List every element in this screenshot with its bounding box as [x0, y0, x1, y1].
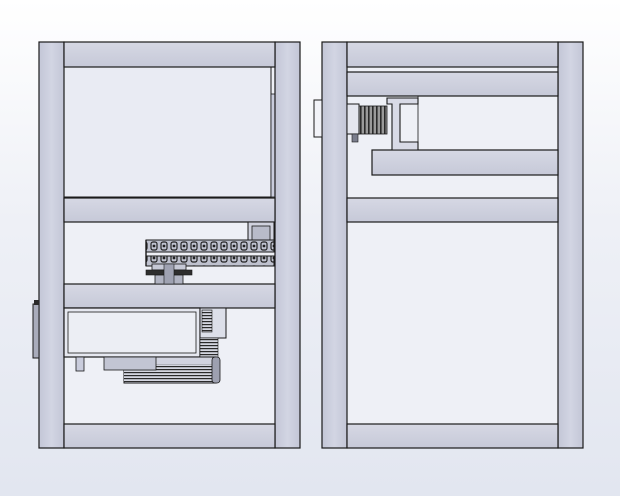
right-mid-rail	[346, 197, 559, 223]
tensioner-end-plate	[313, 99, 323, 138]
tensioner-assembly	[313, 95, 559, 151]
motor-junction-box	[103, 356, 157, 371]
right-post-right	[557, 41, 584, 449]
left-bottom-rail	[63, 423, 276, 449]
right-shelf-bar	[371, 149, 559, 176]
left-motor-rail	[63, 283, 276, 309]
chain-upper-run	[145, 239, 275, 253]
chain-drive	[145, 239, 275, 267]
left-back-plate	[63, 66, 272, 198]
right-bottom-rail	[346, 423, 559, 449]
motor-end-cap	[211, 356, 221, 384]
right-post-left	[321, 41, 348, 449]
left-back-plate-edge	[270, 93, 276, 198]
left-mid-rail	[63, 197, 276, 223]
left-post-rear	[274, 41, 301, 449]
left-post-front	[38, 41, 65, 449]
gearbox-cover	[67, 311, 197, 354]
left-view	[32, 41, 301, 449]
tensioner-washer	[351, 133, 359, 143]
tensioner-nut	[346, 103, 360, 135]
left-top-rail	[63, 41, 276, 68]
tensioner-rod	[417, 95, 559, 151]
motor-fins-upper	[201, 309, 213, 333]
motor-foot	[75, 356, 85, 372]
drive-sprocket	[145, 263, 193, 285]
tensioner-spring	[358, 105, 388, 135]
right-view	[313, 41, 584, 449]
right-top-rail	[346, 41, 559, 68]
side-mount-bracket	[32, 300, 40, 359]
upper-sprocket	[247, 221, 275, 243]
motor-gearbox	[63, 307, 227, 384]
right-top-rail-lower	[346, 71, 559, 97]
